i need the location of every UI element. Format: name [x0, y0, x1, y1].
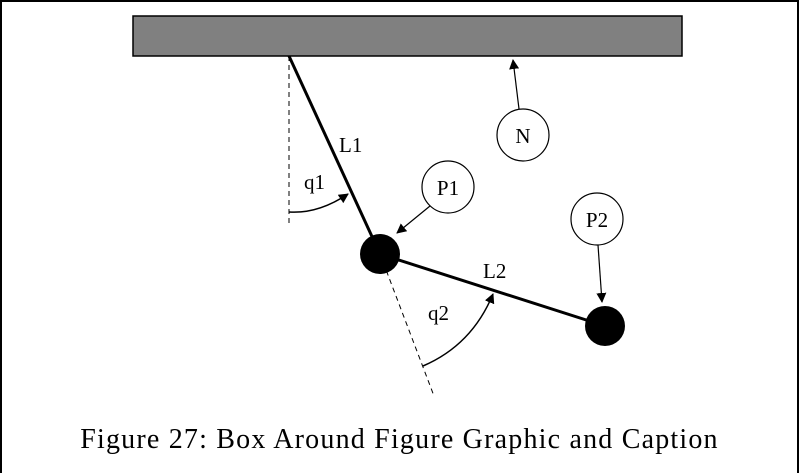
- point-p2-arrow: [596, 244, 607, 303]
- frame-n-arrow: [509, 59, 520, 110]
- point-p2-circle: [570, 192, 624, 246]
- label-l2: L2: [483, 259, 506, 283]
- label-l1: L1: [339, 133, 362, 157]
- point-p1-arrow: [396, 205, 431, 234]
- ceiling-bar: [132, 15, 683, 57]
- link-l1-extension-line: [379, 253, 435, 397]
- label-q1: q1: [304, 170, 325, 194]
- figure-caption: Figure 27: Box Around Figure Graphic and…: [80, 424, 719, 455]
- link-l2: [379, 252, 606, 328]
- mass-p1: [360, 234, 400, 274]
- label-p2: P2: [586, 208, 608, 232]
- angle-q2-arc: [422, 293, 495, 367]
- point-p1-circle: [421, 160, 475, 214]
- label-p1: P1: [437, 176, 459, 200]
- frame-n-circle: [496, 108, 550, 162]
- label-n: N: [515, 124, 530, 148]
- angle-q1-arc: [288, 193, 349, 213]
- link-l1: [287, 55, 382, 255]
- label-q2: q2: [428, 301, 449, 325]
- mass-p2: [585, 306, 625, 346]
